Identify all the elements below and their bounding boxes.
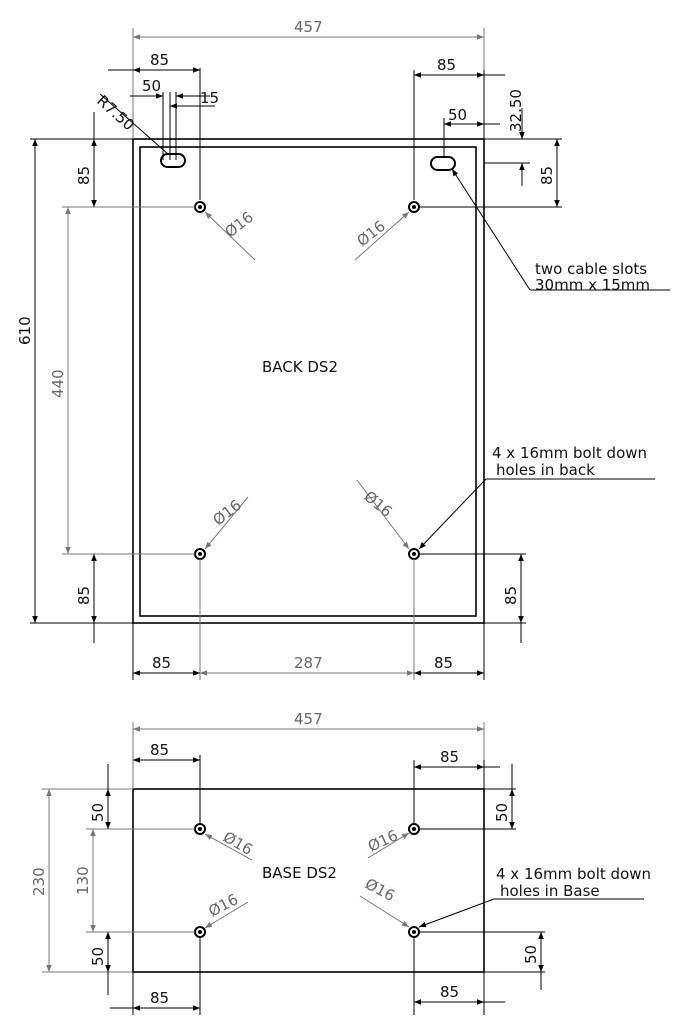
- dim-back-85-left-bottom: 85: [75, 586, 93, 605]
- dim-back-slot-15: 15: [200, 89, 219, 107]
- back-callout-holes-line2: holes in back: [496, 461, 595, 479]
- base-callout-holes-line2: holes in Base: [500, 882, 600, 900]
- dim-base-50-right-top: 50: [493, 803, 511, 822]
- dim-back-width: 457: [294, 18, 323, 36]
- dim-base-85-top-right: 85: [440, 748, 459, 766]
- bolt-hole-top-left: [194, 201, 206, 213]
- dim-base-85-top-left: 85: [150, 741, 169, 759]
- back-extension-lines: [30, 28, 562, 680]
- base-hole-label-tr: Ø16: [365, 826, 401, 855]
- back-callout-slots-line2: 30mm x 15mm: [535, 276, 650, 294]
- dim-back-85-top-left: 85: [150, 51, 169, 69]
- dim-back-right-50: 50: [448, 106, 467, 124]
- dim-back-610: 610: [16, 316, 34, 345]
- dim-base-width: 457: [294, 710, 323, 728]
- base-bolt-hole-top-right: [408, 823, 420, 835]
- base-callout-holes-line1: 4 x 16mm bolt down: [496, 865, 651, 883]
- dim-back-slot-50: 50: [142, 77, 161, 95]
- dim-base-50-left-top: 50: [89, 803, 107, 822]
- cable-slot-right: [430, 156, 456, 171]
- dim-base-230: 230: [30, 867, 48, 896]
- back-panel-title: BACK DS2: [262, 358, 338, 376]
- base-callout-leaders: [418, 898, 644, 928]
- dim-back-440: 440: [49, 369, 67, 398]
- back-callout-holes-line1: 4 x 16mm bolt down: [492, 444, 647, 462]
- back-panel-inner: [139, 146, 477, 617]
- base-hole-label-tl: Ø16: [220, 828, 256, 859]
- base-hole-label-bl: Ø16: [205, 890, 241, 920]
- back-hole-label-tl: Ø16: [221, 208, 256, 241]
- dim-base-50-right-bottom: 50: [522, 945, 540, 964]
- base-panel-view: BASE DS2: [30, 710, 651, 1015]
- base-bolt-hole-bottom-right: [408, 926, 420, 938]
- dim-back-85-bottom-right: 85: [434, 654, 453, 672]
- dim-back-85-left-side: 85: [75, 166, 93, 185]
- dim-base-85-bottom-left: 85: [150, 989, 169, 1007]
- back-hole-leaders: [204, 211, 410, 550]
- back-callout-slots-line1: two cable slots: [535, 260, 647, 278]
- dim-back-85-bottom-left: 85: [152, 654, 171, 672]
- dim-back-radius: R7.50: [93, 92, 138, 135]
- base-hole-leaders: [204, 832, 410, 929]
- dim-back-85-top-right: 85: [437, 56, 456, 74]
- dim-base-50-left-bottom: 50: [89, 947, 107, 966]
- base-panel-outline: [132, 788, 485, 973]
- dim-base-130: 130: [74, 866, 92, 895]
- bolt-hole-bottom-right: [408, 548, 420, 560]
- base-bolt-hole-top-left: [194, 823, 206, 835]
- base-dimension-lines: [46, 726, 544, 1011]
- base-panel-title: BASE DS2: [262, 864, 337, 882]
- dim-base-85-bottom-right: 85: [440, 983, 459, 1001]
- cable-slot-left: [160, 153, 186, 168]
- back-panel-view: BACK DS2: [16, 18, 670, 680]
- base-bolt-hole-bottom-left: [194, 926, 206, 938]
- back-hole-label-bl: Ø16: [209, 496, 244, 529]
- bolt-hole-bottom-left: [194, 548, 206, 560]
- back-callout-leaders: [418, 168, 670, 550]
- dim-back-32-50: 32.50: [507, 89, 525, 132]
- dim-back-85-right-side: 85: [538, 166, 556, 185]
- back-dimension-lines: [32, 34, 560, 676]
- bolt-hole-top-right: [408, 201, 420, 213]
- dim-back-287: 287: [294, 654, 323, 672]
- dim-back-85-right-bottom: 85: [502, 586, 520, 605]
- back-panel-outer: [132, 138, 485, 624]
